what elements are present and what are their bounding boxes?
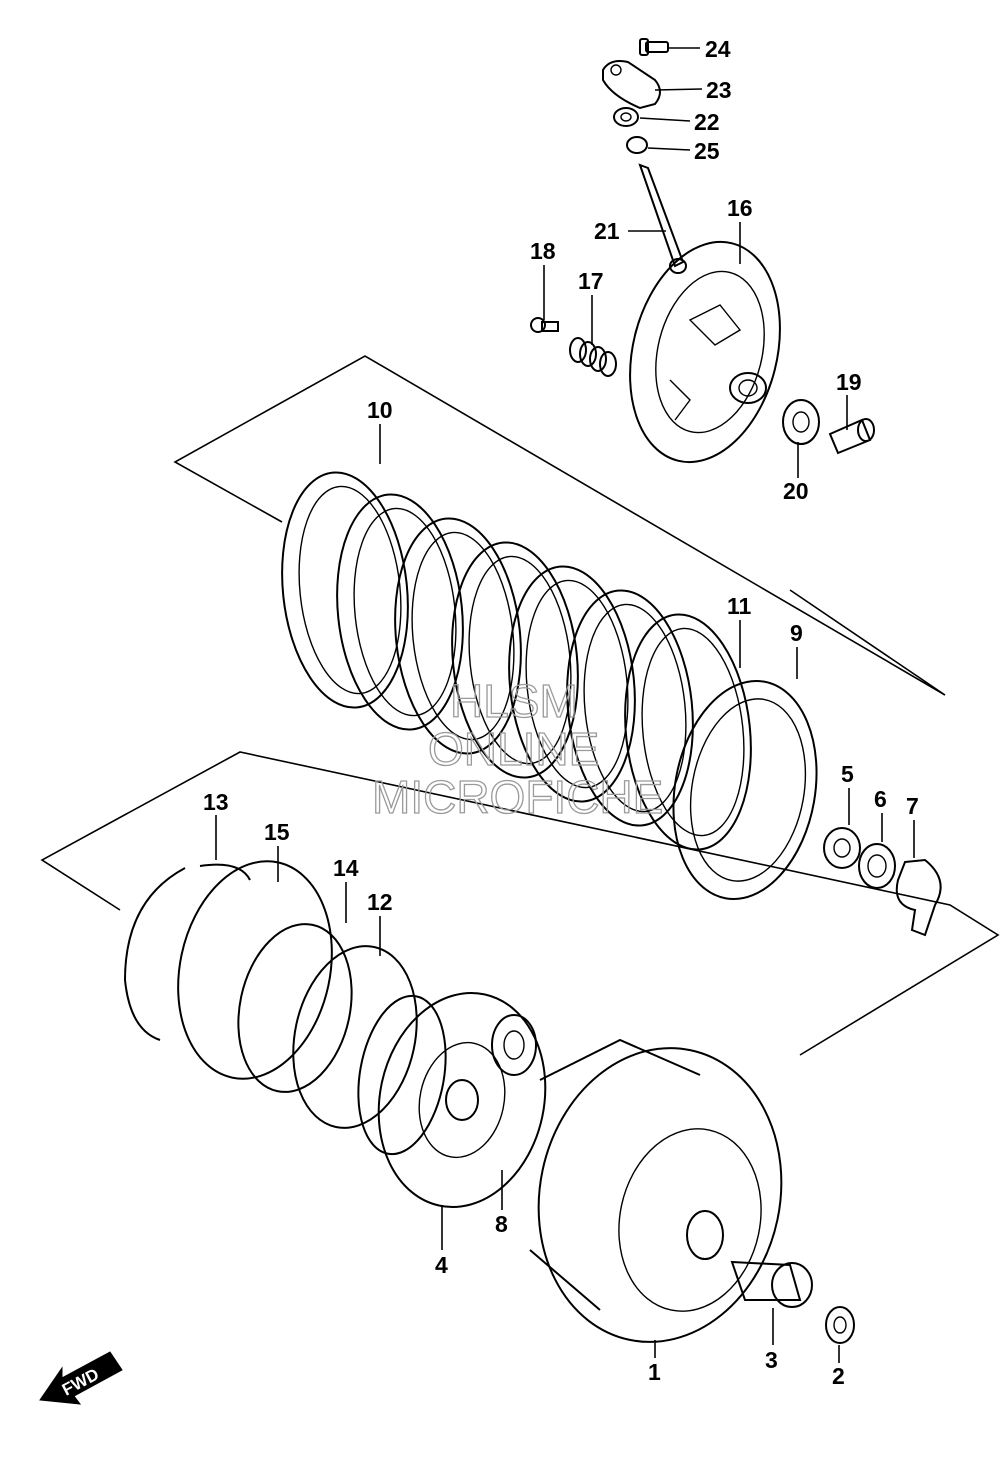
callout-5: 5 — [841, 761, 854, 787]
wire-ring-part-13 — [123, 863, 251, 1041]
seal-part-25 — [626, 136, 648, 154]
upper-assembly-frame — [173, 355, 946, 696]
callout-leaders — [215, 47, 915, 1363]
callout-15: 15 — [264, 819, 290, 845]
callout-23: 23 — [706, 77, 732, 103]
pressure-plate-part-16 — [629, 240, 781, 464]
nut-part-5 — [823, 827, 861, 869]
spring-part-17 — [569, 337, 617, 377]
clutch-plates-stack — [281, 471, 818, 901]
pin-part-19 — [828, 418, 875, 455]
bearing-part-20 — [782, 399, 820, 445]
release-arm-part-23 — [602, 60, 661, 110]
callout-8: 8 — [495, 1211, 508, 1237]
ring-part-12 — [292, 945, 418, 1129]
watermark-line-1: HLSM — [450, 675, 578, 727]
callout-13: 13 — [203, 789, 229, 815]
callout-11: 11 — [727, 593, 752, 619]
spacer-part-3 — [730, 1260, 813, 1308]
sleeve-hub-part-4 — [357, 991, 547, 1209]
fwd-arrow-icon: FWD — [39, 1351, 123, 1405]
lower-assembly-frame — [40, 751, 1000, 1056]
callout-9: 9 — [790, 620, 803, 646]
callout-12: 12 — [367, 889, 393, 915]
callout-16: 16 — [727, 195, 753, 221]
callout-6: 6 — [874, 786, 887, 812]
watermark: HLSM ONLINE MICROFICHE — [371, 674, 664, 823]
callout-24: 24 — [705, 36, 731, 62]
watermark-line-2: ONLINE — [428, 723, 599, 775]
callout-7: 7 — [906, 793, 919, 819]
seal-part-22 — [613, 107, 639, 127]
callout-18: 18 — [530, 238, 556, 264]
release-rod-part-21 — [638, 163, 687, 274]
clutch-housing-part-1 — [529, 1038, 783, 1343]
callout-22: 22 — [694, 109, 720, 135]
callout-17: 17 — [578, 268, 604, 294]
callout-10: 10 — [367, 397, 393, 423]
callout-21: 21 — [594, 218, 620, 244]
callout-3: 3 — [765, 1347, 778, 1373]
callout-4: 4 — [435, 1252, 448, 1278]
callout-25: 25 — [694, 138, 720, 164]
callout-19: 19 — [836, 369, 862, 395]
spring-washer-part-14 — [237, 923, 353, 1093]
lock-washer-part-7 — [895, 858, 942, 937]
bolt-part-24 — [639, 38, 669, 56]
callout-14: 14 — [333, 855, 359, 881]
callout-1: 1 — [648, 1359, 661, 1385]
washer-part-2 — [825, 1306, 855, 1344]
washer-part-8 — [491, 1014, 537, 1076]
callout-20: 20 — [783, 478, 809, 504]
callout-2: 2 — [832, 1363, 845, 1389]
watermark-line-3: MICROFICHE — [372, 771, 663, 823]
bolt-part-18 — [530, 317, 559, 333]
washer-part-6 — [858, 843, 896, 889]
